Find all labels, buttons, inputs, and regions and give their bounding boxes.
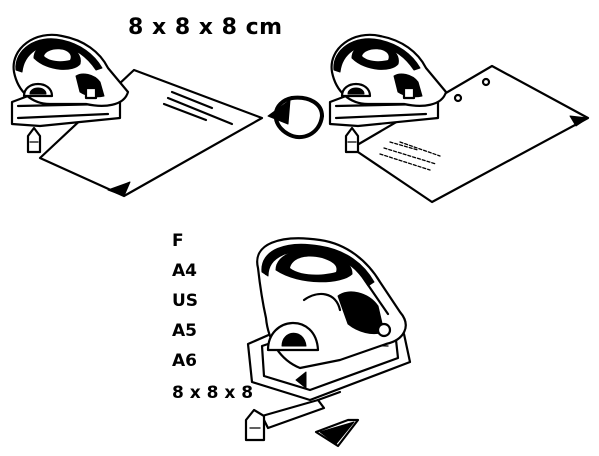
paper-text-lines xyxy=(379,141,441,171)
format-label-f: F xyxy=(172,231,184,251)
size-title: 8 x 8 x 8 cm xyxy=(128,15,283,40)
paper-corner-marker-icon xyxy=(569,115,589,127)
punched-hole xyxy=(481,77,491,87)
format-list: F A4 US A5 A6 8 x 8 x 8 xyxy=(172,231,253,403)
paper-text-lines xyxy=(162,90,234,126)
step-2-panel xyxy=(328,33,590,204)
format-label-8x8x8: 8 x 8 x 8 xyxy=(172,383,253,403)
paper-corner-marker-icon xyxy=(107,181,131,197)
format-label-a5: A5 xyxy=(172,321,197,341)
hole-punch-with-guide xyxy=(244,237,412,442)
format-label-a4: A4 xyxy=(172,261,197,281)
paper-corner-marker-icon xyxy=(314,418,360,448)
format-label-us: US xyxy=(172,291,198,311)
format-label-a6: A6 xyxy=(172,351,197,371)
step-1-panel xyxy=(10,33,264,198)
rotate-arrow-icon xyxy=(267,95,324,140)
hole-punch-icon xyxy=(244,237,412,442)
punched-hole xyxy=(453,93,463,103)
